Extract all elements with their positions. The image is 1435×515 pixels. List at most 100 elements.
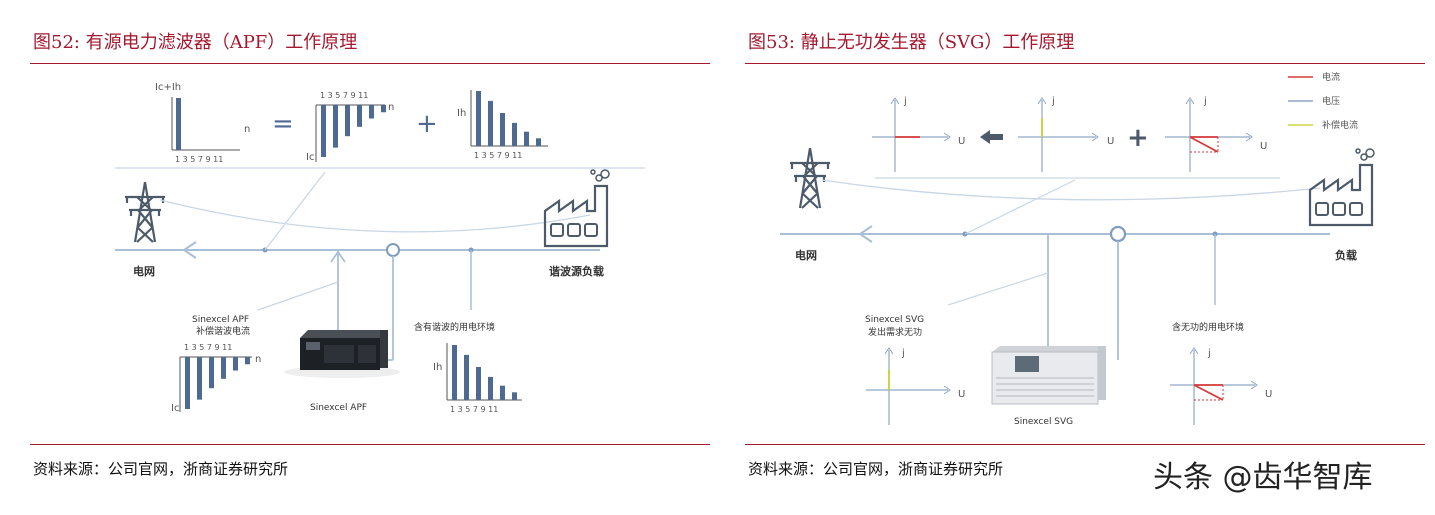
harm-top-bar-4 [512, 122, 517, 146]
harm-spectrum-top: Ih 1 3 5 7 9 11 [457, 90, 548, 160]
phasor5-u: U [1265, 389, 1272, 400]
harm-top-bar-6 [536, 138, 541, 146]
comp-bot-bar-2 [197, 357, 202, 400]
env-label-left: 含有谐波的用电环境 [414, 321, 495, 333]
harm-bot-bar-5 [500, 385, 505, 400]
phasor4-j: j [901, 348, 905, 359]
load-label-right: 负载 [1335, 248, 1357, 262]
phasor-diagram-2: j U [1018, 96, 1114, 172]
legend-comp-label: 补偿电流 [1322, 119, 1358, 131]
pointer-left-1 [264, 171, 326, 251]
svg-diagram: 电流 电压 补偿电流 j U j U + [780, 71, 1376, 427]
total-n-label: n [244, 124, 250, 135]
harm-bot-bar-4 [488, 376, 493, 400]
factory-right [1308, 147, 1376, 227]
comp-bot-bar-1 [185, 357, 190, 409]
comp-top-bar-1 [321, 105, 326, 157]
source-right: 资料来源：公司官网，浙商证券研究所 [748, 460, 1004, 478]
top-rule-left [30, 63, 710, 64]
factory-left [543, 168, 611, 248]
bus-arrow-right [858, 225, 873, 243]
comp-bot-bar-3 [209, 357, 214, 389]
harm-top-bar-2 [488, 100, 493, 146]
comp-bot-bar-6 [245, 357, 250, 365]
svg-device-label: Sinexcel SVG [1014, 417, 1073, 427]
phasor1-u: U [958, 136, 965, 147]
grid-tower-left [123, 180, 167, 244]
harm-top-ih: Ih [457, 108, 466, 119]
apf-arrow-up [330, 250, 346, 263]
harm-bot-bar-3 [476, 367, 481, 400]
phasor2-u: U [1107, 136, 1114, 147]
harm-top-bar-3 [500, 113, 505, 146]
apf-label-1: Sinexcel APF [192, 315, 249, 325]
phasor-diagram-1: j U [872, 96, 965, 172]
grid-label-right: 电网 [795, 248, 817, 262]
harm-bot-bar-6 [512, 392, 517, 400]
harm-bot-bar-1 [452, 345, 457, 400]
bus-arrow-left [182, 241, 197, 259]
figure-53-caption: 图53: 静止无功发生器（SVG）工作原理 [748, 32, 1075, 53]
env-label-right: 含无功的用电环境 [1172, 321, 1244, 333]
apf-diagram: Ic+Ih n 1 3 5 7 9 11 = 1 3 5 7 9 11 n Ic… [115, 82, 645, 414]
phasor-diagram-3: j U [1165, 96, 1267, 172]
comp-top-n: n [388, 102, 394, 113]
comp-bot-ticks: 1 3 5 7 9 11 [184, 343, 232, 352]
legend-voltage-label: 电压 [1322, 95, 1340, 107]
plus-sign-left: + [416, 109, 438, 139]
harm-bot-bar-2 [464, 354, 469, 400]
total-ticks: 1 3 5 7 9 11 [175, 155, 223, 164]
sag-curve-left [159, 199, 591, 233]
apf-device-label: Sinexcel APF [310, 403, 367, 413]
source-left: 资料来源：公司官网，浙商证券研究所 [33, 460, 289, 478]
phasor4-u: U [958, 389, 965, 400]
svg-device [991, 346, 1106, 405]
harm-top-ticks: 1 3 5 7 9 11 [474, 151, 522, 160]
grid-label-left: 电网 [133, 264, 155, 278]
equals-sign: = [272, 109, 294, 139]
legend-current-label: 电流 [1322, 71, 1340, 83]
phasor-diagram-4: j U [866, 347, 965, 425]
comp-bot-n: n [255, 354, 261, 365]
sag-curve-right [821, 179, 1321, 201]
pointer-svg-label [947, 272, 1049, 306]
comp-top-bar-6 [381, 105, 386, 113]
phasor2-j: j [1051, 96, 1055, 107]
watermark: 头条 @齿华智库 [1153, 460, 1373, 495]
pointer-right-1 [964, 179, 1076, 235]
comp-top-bar-2 [333, 105, 338, 148]
comp-bot-ic: Ic [171, 403, 179, 414]
arrow-left-icon [980, 130, 1003, 144]
phasor5-j: j [1207, 348, 1211, 359]
grid-tower-right [788, 146, 832, 210]
total-bar [176, 98, 181, 150]
plus-sign-right: + [1127, 123, 1149, 153]
phasor1-j: j [903, 96, 907, 107]
harm-top-bar-1 [476, 91, 481, 146]
ct-sensor-right [1109, 225, 1127, 243]
load-label-left: 谐波源负载 [549, 264, 604, 278]
comp-top-bar-3 [345, 105, 350, 137]
comp-top-bar-5 [369, 105, 374, 119]
bottom-rule-left [30, 444, 710, 445]
harm-bot-ih: Ih [433, 362, 442, 373]
ic-ih-label: Ic+Ih [155, 82, 181, 93]
phasor3-u: U [1260, 141, 1267, 152]
apf-label-2: 补偿谐波电流 [196, 325, 250, 337]
phasor3-j: j [1203, 96, 1207, 107]
figure-52-caption: 图52: 有源电力滤波器（APF）工作原理 [33, 32, 358, 53]
top-rule-right [745, 63, 1425, 64]
comp-bot-bar-5 [233, 357, 238, 371]
bottom-rule-right [745, 444, 1425, 445]
comp-top-bar-4 [357, 105, 362, 127]
apf-device [284, 330, 400, 378]
harm-spectrum-bottom: Ih 1 3 5 7 9 11 [433, 343, 522, 414]
harm-top-bar-5 [524, 131, 529, 146]
harm-bot-ticks: 1 3 5 7 9 11 [450, 405, 498, 414]
comp-spectrum-top: 1 3 5 7 9 11 n Ic [306, 91, 394, 163]
comp-spectrum-bottom: 1 3 5 7 9 11 n Ic [171, 343, 261, 414]
ct-sensor-left [386, 243, 400, 257]
comp-top-ic: Ic [306, 152, 314, 163]
pointer-apf-label [257, 281, 339, 311]
comp-bot-bar-4 [221, 357, 226, 379]
